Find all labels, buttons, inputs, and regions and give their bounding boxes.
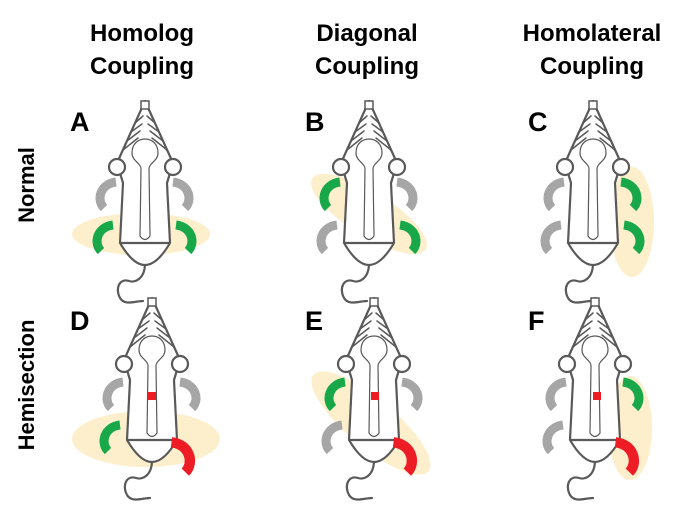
left-hindlimb [321,225,337,251]
rat-body [107,99,183,304]
panel-b: B [305,99,428,304]
column-title-homolog-2: Coupling [90,53,194,80]
left-hindlimb [547,425,563,451]
column-title-homolog: Homolog [90,20,194,47]
panel-e: E [305,296,431,501]
left-forelimb [100,182,116,208]
left-hindlimb [326,425,342,451]
left-forelimb [550,382,566,408]
panel-f: F [528,296,652,501]
panel-letter-f: F [528,306,545,336]
left-forelimb [548,182,564,208]
column-title-homolateral-2: Coupling [540,53,644,80]
row-title-normal: Normal [14,147,39,223]
panel-letter-b: B [305,107,325,137]
left-forelimb [107,382,123,408]
lesion-marker [371,392,379,400]
highlight-right-side [610,167,654,277]
column-title-homolateral: Homolateral [523,20,662,47]
panel-c: C [528,99,654,304]
panel-a: A [70,99,210,304]
right-forelimb [173,182,189,208]
panel-d: D [70,296,220,501]
lesion-marker [148,392,156,400]
left-hindlimb [545,225,561,251]
right-forelimb [180,382,196,408]
right-forelimb [402,382,418,408]
row-title-hemisection: Hemisection [14,320,39,451]
column-title-diagonal: Diagonal [316,20,417,47]
panel-letter-a: A [70,107,90,137]
panel-letter-d: D [70,306,90,336]
column-title-diagonal-2: Coupling [315,53,419,80]
panel-letter-e: E [305,306,323,336]
right-forelimb [397,182,413,208]
panel-letter-c: C [528,107,548,137]
lesion-marker [593,392,601,400]
